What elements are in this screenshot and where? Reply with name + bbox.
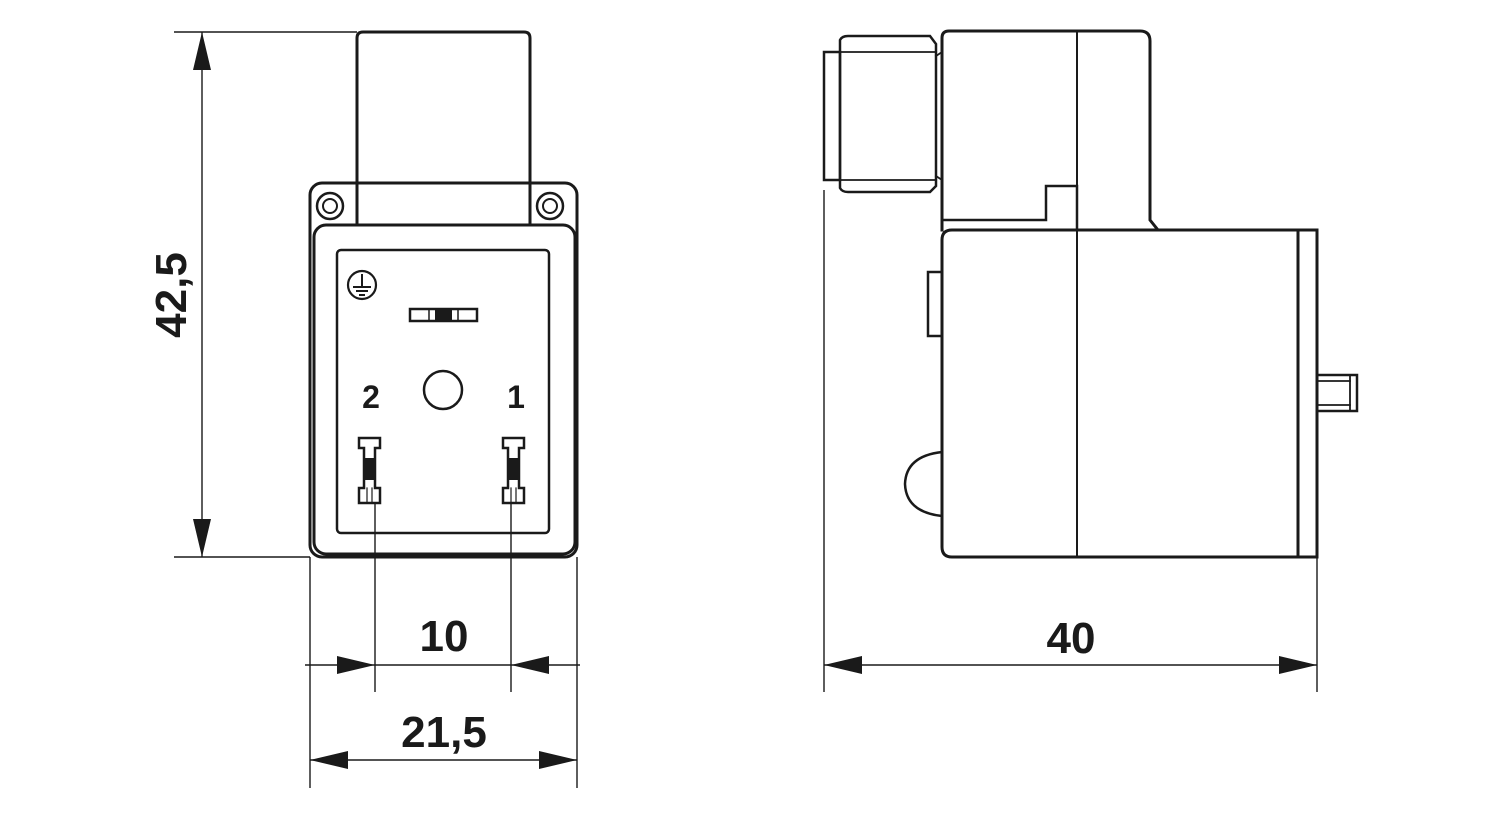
depth-dimension: 40 <box>823 190 1318 692</box>
ground-symbol-icon <box>346 269 378 301</box>
side-locking-knob <box>903 450 944 518</box>
earth-contact <box>408 307 479 323</box>
height-dimension-label: 42,5 <box>147 252 196 338</box>
side-front-plate <box>1296 228 1319 559</box>
front-screw-hole-left <box>315 191 345 221</box>
height-dimension: 42,5 <box>147 31 357 558</box>
pin-label-2: 2 <box>362 379 380 415</box>
front-screw-hole-right <box>535 191 565 221</box>
pin-label-1: 1 <box>507 379 525 415</box>
side-locking-tab <box>926 270 944 338</box>
contact-pin-2 <box>357 436 382 505</box>
front-view: 2 1 <box>308 30 579 559</box>
side-upper-housing <box>940 29 1161 233</box>
side-main-body <box>940 228 1300 559</box>
front-width-label: 21,5 <box>401 708 487 757</box>
front-width-dimension: 21,5 <box>309 557 578 788</box>
cable-gland <box>822 34 944 194</box>
front-flange <box>308 181 579 559</box>
pin-pitch-dimension: 10 <box>305 503 580 692</box>
side-contact-pin <box>1315 373 1359 413</box>
pin-pitch-label: 10 <box>420 612 469 661</box>
front-contact-face <box>335 248 551 535</box>
depth-dimension-label: 40 <box>1047 614 1096 663</box>
side-view <box>822 29 1359 559</box>
coding-hole <box>422 369 464 411</box>
front-cable-housing <box>355 30 532 224</box>
contact-pin-1 <box>501 436 526 505</box>
